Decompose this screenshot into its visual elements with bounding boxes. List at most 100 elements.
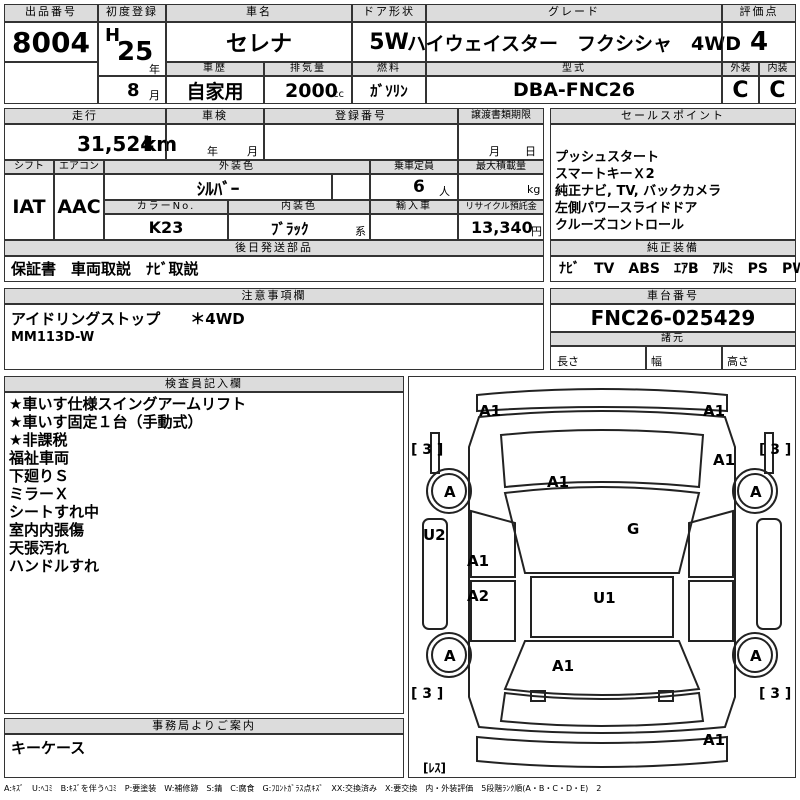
dims-label: 諸元 [550,332,796,346]
caution-box: アイドリングストップ ＊4WD MM113D-W [4,304,544,370]
note-line: 下廻りＳ [9,467,70,485]
mark-wheel-rr: A [750,647,762,665]
colorno-label: カラーNo. [104,200,228,214]
caution-line: MM113D-W [11,330,95,345]
score: 4 [722,22,796,62]
intcolor-unit: 系 [355,225,366,238]
note-line: ハンドルすれ [9,557,100,575]
reg-year: 25 [117,37,154,67]
sales-line: クルーズコントロール [555,218,684,233]
car-diagram-svg: A1 A1 A1 A1 A A G U2 A1 A2 U1 A A A1 A1 … [411,388,791,775]
door-type: 5W [352,22,426,62]
sales-points: プッシュスタート スマートキーＸ2 純正ナビ, TV, バックカメラ 左側パワー… [550,124,796,240]
caution-label: 注意事項欄 [4,288,544,304]
bracket-tr: [ 3 ] [759,442,791,458]
note-line: ミラーＸ [9,485,70,503]
note-line: 福祉車両 [9,449,70,467]
note-line: ★非課税 [9,431,68,449]
bracket-bl: [ 3 ] [411,686,443,702]
equip-label: 純正装備 [550,240,796,256]
int-grade: C [759,76,796,104]
bracket-br: [ 3 ] [759,686,791,702]
capacity-unit: 人 [439,185,450,198]
sales-line: スマートキーＸ2 [555,167,655,182]
ext-grade: C [722,76,759,104]
recycle-fee: 13,340 [471,218,533,237]
transfer-month-unit: 月 [489,145,500,158]
sales-line: プッシュスタート [555,150,660,165]
ac-label: エアコン [54,160,104,174]
inspect-month-unit: 月 [247,145,258,158]
car-diagram: A1 A1 A1 A1 A A G U2 A1 A2 U1 A A A1 A1 … [408,376,796,778]
ext-label: 外装 [722,62,759,76]
disp-unit: cc [333,89,344,100]
caution-line: アイドリングストップ ＊4WD [11,310,245,328]
mark-front-right: A1 [703,402,725,420]
mileage-unit: km [143,132,178,156]
note-line: シートすれ中 [9,503,100,521]
month-unit: 月 [149,89,160,102]
color-label: 外装色 [104,160,370,174]
load-unit: kg [527,183,541,196]
grade-label: グレード [426,4,722,22]
office-label: 事務局よりご案内 [4,718,404,734]
bracket-tl: [ 3 ] [411,442,443,458]
chassis-label: 車台番号 [550,288,796,304]
mark-wheel-fl: A [444,483,456,501]
disp-label: 排気量 [264,62,352,76]
mark-wheel-fr: A [750,483,762,501]
interior-color: ﾌﾞﾗｯｸ [271,220,309,238]
length-label: 長さ [557,355,579,368]
height-label: 高さ [727,355,749,368]
inspect-year-unit: 年 [207,145,218,158]
capacity-label: 乗車定員 [370,160,458,174]
width-label: 幅 [651,355,662,368]
inspector-notes: ★車いす仕様スイングアームリフト ★車いす固定１台（手動式） ★非課税 福祉車両… [4,392,404,714]
recycle-label: リサイクル預託金 [458,200,544,214]
displacement: 2000 [285,80,338,102]
reg-month: 8 [127,80,140,101]
chassis-number: FNC26-025429 [550,304,796,332]
lot-label: 出品番号 [4,4,98,22]
mark-trunk: A1 [552,657,574,675]
equipment: ﾅﾋﾞ TV ABS ｴｱB ｱﾙﾐ PS PW [550,256,800,282]
capacity: 6 [413,177,425,197]
import-label: 輸入車 [370,200,458,214]
regno-label: 登録番号 [264,108,458,124]
office-note: キーケース [4,734,404,778]
transfer-day-unit: 日 [525,145,536,158]
later-parts: 保証書 車両取説 ﾅﾋﾞ取説 [4,256,544,282]
mark-roof: U1 [593,589,616,607]
mark-door-l1: A1 [467,552,489,570]
reg-label: 初度登録 [98,4,166,22]
mark-left-sill: U2 [423,526,446,544]
inspector-label: 検査員記入欄 [4,376,404,392]
sales-line: 左側パワースライドドア [555,201,698,216]
recycle-unit: 円 [531,225,542,238]
sales-line: 純正ナビ, TV, バックカメラ [555,184,722,199]
note-line: ★車いす仕様スイングアームリフト [9,395,247,413]
intcolor-label: 内装色 [228,200,370,214]
sales-label: セールスポイント [550,108,796,124]
mileage: 31,524 [77,132,155,156]
mileage-label: 走行 [4,108,166,124]
door-label: ドア形状 [352,4,426,22]
note-line: 天張汚れ [9,539,70,557]
shift-label: シフト [4,160,54,174]
history: 自家用 [166,76,264,104]
legend-footer: A:ｷｽﾞ U:ﾍｺﾐ B:ｷｽﾞを伴うﾍｺﾐ P:要塗装 W:補修跡 S:錆 … [4,784,602,793]
later-label: 後日発送部品 [4,240,544,256]
lot-number: 8004 [4,22,98,62]
model: DBA-FNC26 [426,76,722,104]
year-unit: 年 [149,63,160,76]
mark-front-left: A1 [479,402,501,420]
fuel: ｶﾞｿﾘﾝ [352,76,426,104]
mark-windshield: G [627,520,639,538]
score-label: 評価点 [722,4,796,22]
mark-hood: A1 [547,473,569,491]
reg-cell: H 25 年 [98,22,166,76]
load-label: 最大積載量 [458,160,544,174]
int-label: 内装 [759,62,796,76]
color-number: K23 [104,214,228,240]
ac: AAC [54,174,104,240]
